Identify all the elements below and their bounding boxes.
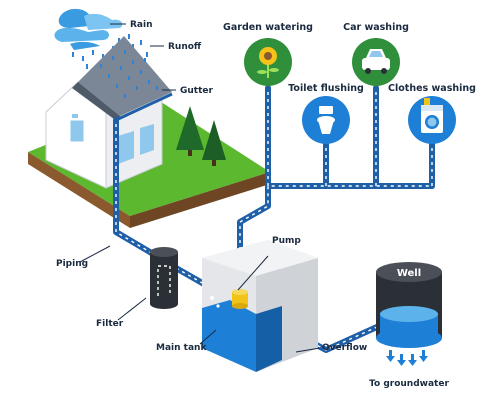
tree-icon [176, 106, 226, 166]
use-garden-watering [244, 38, 292, 86]
use-toilet-flushing [302, 96, 350, 144]
pipe-flow-arrows [115, 92, 433, 351]
use-clothes-washing [408, 96, 456, 144]
toilet-icon [317, 106, 335, 134]
main-tank-label: Main tank [156, 343, 207, 353]
rain-label: Rain [130, 20, 153, 30]
washing-machine-icon [421, 98, 443, 133]
main-tank [202, 240, 318, 372]
garden-watering-label: Garden watering [223, 22, 313, 33]
use-car-washing [352, 38, 400, 86]
clothes-washing-label: Clothes washing [388, 83, 476, 94]
well-label: Well [397, 268, 421, 279]
overflow-label: Overflow [322, 343, 367, 353]
runoff-label: Runoff [168, 42, 202, 52]
pump-icon [232, 289, 248, 309]
to-groundwater-label: To groundwater [369, 379, 449, 389]
gutter-label: Gutter [180, 86, 214, 96]
rain-cloud [54, 8, 123, 50]
pump-label: Pump [272, 236, 301, 246]
leader-lines [79, 23, 321, 353]
car-washing-label: Car washing [343, 22, 409, 33]
well [376, 262, 442, 366]
toilet-flushing-label: Toilet flushing [288, 83, 364, 94]
sunflower-icon [257, 47, 279, 78]
house [45, 36, 173, 189]
car-icon [362, 49, 390, 74]
filter-label: Filter [96, 319, 124, 329]
piping-label: Piping [56, 259, 88, 269]
filter-canister [150, 247, 178, 309]
